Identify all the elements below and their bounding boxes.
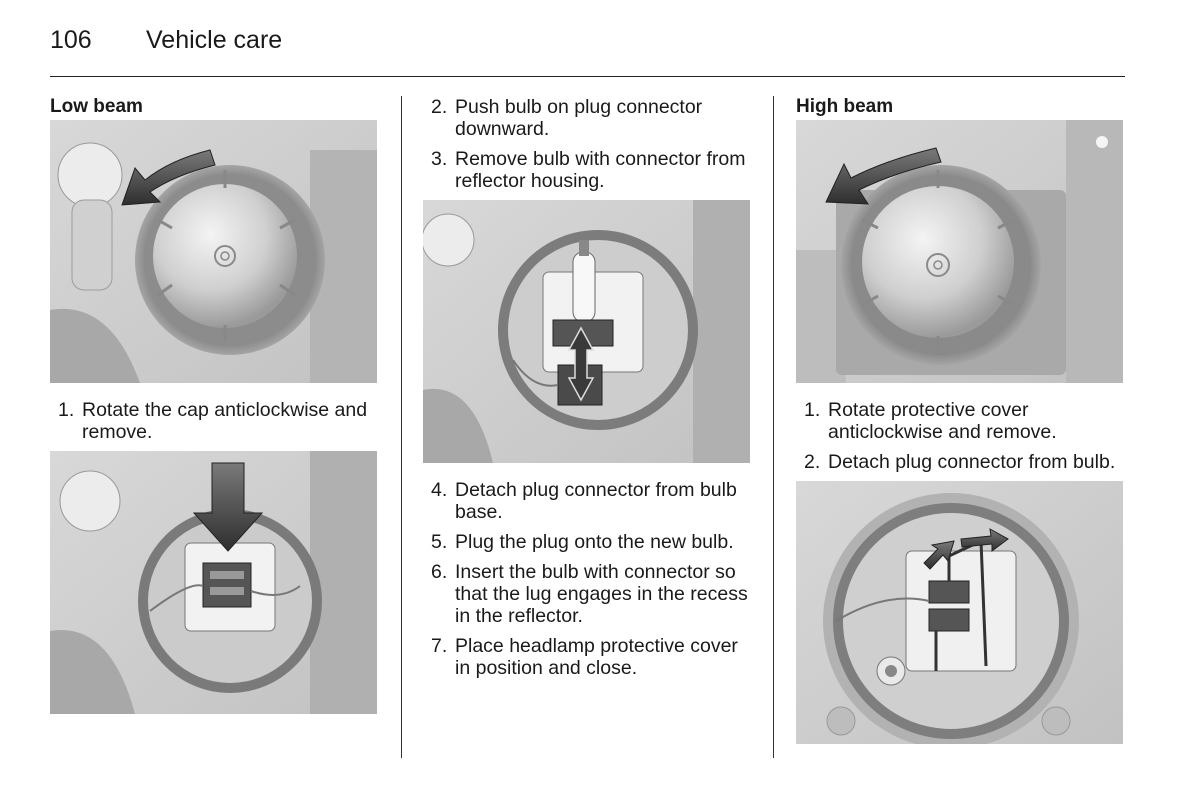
procedure-steps-top: 2. Push bulb on plug connector downward.… [423, 96, 751, 192]
step-item: 5. Plug the plug onto the new bulb. [423, 531, 751, 553]
step-number: 6. [431, 561, 448, 583]
high-beam-column: High beam 1. Rotate protective cover ant… [796, 96, 1124, 744]
step-text: Remove bulb with connector from reflecto… [455, 148, 746, 192]
step-number: 3. [431, 148, 448, 170]
step-item: 2. Detach plug connector from bulb. [796, 451, 1124, 473]
low-beam-steps: 1. Rotate the cap anticlockwise and remo… [50, 399, 378, 443]
bulb-removal-figure [423, 200, 750, 463]
step-number: 7. [431, 635, 448, 657]
step-item: 4. Detach plug connector from bulb base. [423, 479, 751, 523]
step-number: 1. [804, 399, 821, 421]
step-number: 2. [804, 451, 821, 473]
step-number: 4. [431, 479, 448, 501]
high-beam-steps: 1. Rotate protective cover anticlockwise… [796, 399, 1124, 473]
step-item: 2. Push bulb on plug connector downward. [423, 96, 751, 140]
page-number: 106 [50, 26, 92, 54]
step-item: 7. Place headlamp protective cover in po… [423, 635, 751, 679]
procedure-steps-bottom: 4. Detach plug connector from bulb base.… [423, 479, 751, 679]
step-text: Insert the bulb with connector so that t… [455, 561, 748, 627]
step-text: Rotate the cap anticlockwise and remove. [82, 399, 368, 443]
step-text: Place headlamp protective cover in posit… [455, 635, 738, 679]
step-text: Detach plug connector from bulb base. [455, 479, 737, 523]
column-divider-right [773, 96, 774, 758]
step-item: 1. Rotate protective cover anticlockwise… [796, 399, 1124, 443]
procedure-column: 2. Push bulb on plug connector downward.… [423, 96, 751, 687]
step-text: Detach plug connector from bulb. [828, 451, 1116, 473]
low-beam-cap-removal-figure [50, 120, 377, 383]
column-divider-left [401, 96, 402, 758]
step-number: 2. [431, 96, 448, 118]
low-beam-heading: Low beam [50, 96, 143, 117]
step-item: 3. Remove bulb with connector from refle… [423, 148, 751, 192]
step-number: 5. [431, 531, 448, 553]
step-item: 1. Rotate the cap anticlockwise and remo… [50, 399, 378, 443]
high-beam-plug-detach-figure [796, 481, 1123, 744]
high-beam-heading: High beam [796, 96, 894, 117]
step-text: Plug the plug onto the new bulb. [455, 531, 734, 553]
step-text: Rotate protective cover anticlockwise an… [828, 399, 1057, 443]
step-number: 1. [58, 399, 75, 421]
low-beam-column: Low beam 1. Rotate the cap anticlockwise… [50, 96, 378, 714]
high-beam-cover-removal-figure [796, 120, 1123, 383]
step-text: Push bulb on plug connector downward. [455, 96, 703, 140]
page-header: 106 Vehicle care [50, 24, 1125, 77]
step-item: 6. Insert the bulb with connector so tha… [423, 561, 751, 627]
low-beam-push-bulb-figure [50, 451, 377, 714]
section-title: Vehicle care [146, 26, 283, 54]
